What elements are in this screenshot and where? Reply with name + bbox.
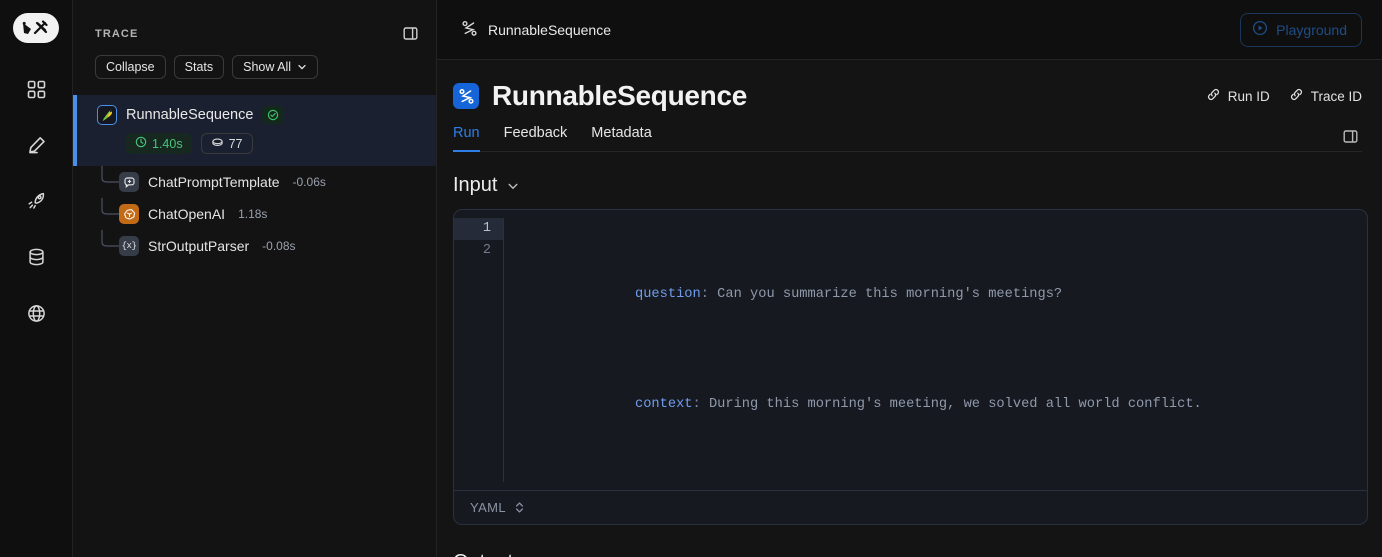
tree-node-duration: 1.18s <box>238 207 268 221</box>
pencil-icon[interactable] <box>16 125 56 165</box>
sequence-icon <box>461 20 478 40</box>
panel-layout-icon[interactable] <box>403 26 418 41</box>
langchain-parrot-logo[interactable] <box>13 13 59 43</box>
check-circle-icon <box>262 106 285 124</box>
run-content: Input 1 2 question: Can you summarize t <box>437 152 1382 557</box>
tree-node-duration: -0.06s <box>292 175 326 189</box>
chevron-down-icon <box>297 62 307 72</box>
trace-panel-header: TRACE <box>73 0 436 41</box>
breadcrumb[interactable]: RunnableSequence <box>461 20 611 40</box>
database-icon[interactable] <box>16 237 56 277</box>
trace-panel: TRACE Collapse Stats Show All <box>73 0 437 557</box>
yaml-separator: : <box>692 397 709 412</box>
line-number: 2 <box>482 243 491 258</box>
braces-x-icon: {x} <box>119 236 139 256</box>
clock-icon <box>135 136 147 151</box>
sequence-icon <box>453 83 479 109</box>
left-nav-rail <box>0 0 73 557</box>
tree-node-stroutputparser[interactable]: {x} StrOutputParser -0.08s <box>73 230 436 262</box>
tab-metadata[interactable]: Metadata <box>591 125 652 141</box>
code-lines[interactable]: question: Can you summarize this morning… <box>504 218 1367 482</box>
trace-label: TRACE <box>95 27 139 40</box>
tree-node-label: ChatOpenAI <box>148 206 226 222</box>
show-all-button[interactable]: Show All <box>232 55 319 79</box>
tree-node-runnablesequence[interactable]: RunnableSequence <box>73 95 436 166</box>
input-section-header[interactable]: Input <box>453 174 1368 197</box>
tab-bar: Run Feedback Metadata <box>453 125 1362 152</box>
run-id-link[interactable]: Run ID <box>1206 87 1270 105</box>
page-title: RunnableSequence <box>453 80 747 112</box>
run-id-label: Run ID <box>1227 88 1270 104</box>
langchain-parrot-icon <box>97 105 117 125</box>
tree-node-label: RunnableSequence <box>126 107 254 123</box>
chat-bubble-icon <box>119 172 139 192</box>
trace-tree: RunnableSequence <box>73 95 436 262</box>
breadcrumb-label: RunnableSequence <box>488 21 611 38</box>
code-gutter: 1 2 <box>454 218 504 482</box>
code-line: context: During this morning's meeting, … <box>520 372 1367 438</box>
collapse-button[interactable]: Collapse <box>95 55 166 79</box>
trace-controls: Collapse Stats Show All <box>73 41 436 95</box>
tab-run[interactable]: Run <box>453 125 480 152</box>
link-icon <box>1206 87 1221 105</box>
chevron-down-icon[interactable] <box>506 179 520 193</box>
code-footer: YAML <box>454 490 1367 524</box>
yaml-value: During this morning's meeting, we solved… <box>708 397 1202 412</box>
duration-value: 1.40s <box>152 136 183 151</box>
tokens-value: 77 <box>228 136 243 151</box>
token-coin-icon <box>211 136 224 152</box>
output-heading: Output <box>453 551 513 557</box>
yaml-value: Can you summarize this morning's meeting… <box>717 287 1063 302</box>
run-title-text: RunnableSequence <box>492 80 748 111</box>
tree-node-label: StrOutputParser <box>148 238 250 254</box>
tree-connector <box>101 198 119 215</box>
play-circle-icon <box>1252 20 1268 39</box>
tree-node-chatopenai[interactable]: ChatOpenAI 1.18s <box>73 198 436 230</box>
tree-node-badges: 1.40s 77 <box>73 133 436 154</box>
tree-node-row: RunnableSequence <box>73 105 436 125</box>
language-label: YAML <box>470 500 507 515</box>
rocket-icon[interactable] <box>16 181 56 221</box>
grid-icon[interactable] <box>16 69 56 109</box>
playground-label: Playground <box>1276 21 1347 38</box>
tree-node-label: ChatPromptTemplate <box>148 174 280 190</box>
tree-connector <box>101 166 119 183</box>
link-icon <box>1289 87 1304 105</box>
line-number: 1 <box>454 218 503 240</box>
playground-button[interactable]: Playground <box>1240 12 1362 47</box>
tree-connector <box>101 230 119 247</box>
id-links: Run ID Trace ID <box>1206 87 1362 105</box>
output-section-header[interactable]: Output <box>453 551 1368 557</box>
panel-layout-icon[interactable] <box>1343 129 1358 151</box>
input-code-card: 1 2 question: Can you summarize this mor… <box>453 209 1368 525</box>
code-line: question: Can you summarize this morning… <box>520 262 1367 328</box>
trace-id-link[interactable]: Trace ID <box>1289 87 1362 105</box>
trace-id-label: Trace ID <box>1310 88 1362 104</box>
collapse-label: Collapse <box>106 60 155 74</box>
tree-node-duration: -0.08s <box>262 239 296 253</box>
globe-icon[interactable] <box>16 293 56 333</box>
tree-node-chatprompttemplate[interactable]: ChatPromptTemplate -0.06s <box>73 166 436 198</box>
tokens-badge: 77 <box>200 133 253 154</box>
stats-button[interactable]: Stats <box>173 55 225 79</box>
chevron-up-down-icon[interactable] <box>514 501 525 514</box>
run-header: RunnableSequence Run ID <box>437 60 1382 152</box>
main-panel: RunnableSequence Playground <box>437 0 1382 557</box>
yaml-separator: : <box>700 287 718 302</box>
yaml-key: question <box>635 287 701 302</box>
stats-label: Stats <box>184 60 214 74</box>
yaml-key: context <box>635 397 693 412</box>
tab-feedback[interactable]: Feedback <box>503 125 568 141</box>
show-all-label: Show All <box>243 60 292 74</box>
openai-icon <box>119 204 139 224</box>
tree-children: ChatPromptTemplate -0.06s ChatOpenAI 1 <box>73 166 436 262</box>
input-heading: Input <box>453 174 498 196</box>
duration-badge: 1.40s <box>126 133 192 154</box>
top-bar: RunnableSequence Playground <box>437 0 1382 60</box>
